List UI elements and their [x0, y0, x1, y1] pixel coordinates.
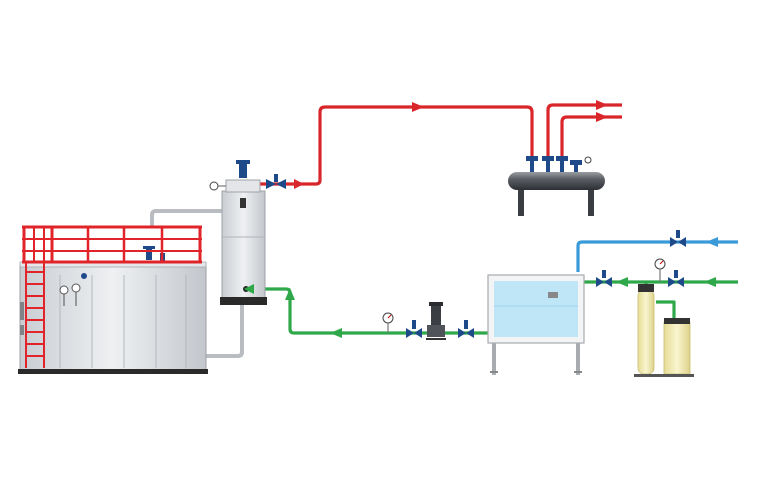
- separator-base: [220, 297, 267, 305]
- pressure-gauge-icon: [71, 283, 81, 293]
- separator-safety-valve: [236, 160, 250, 178]
- steam-separator-column: [209, 160, 286, 305]
- flow-arrow-icon: [330, 328, 342, 338]
- flow-arrow-icon: [596, 112, 608, 122]
- boiler-base: [18, 369, 208, 374]
- steam-branch-pipe-1: [546, 103, 622, 165]
- flow-arrow-icon: [706, 237, 718, 247]
- separator-steam-outlet-valve: [266, 174, 286, 189]
- pressure-gauge-icon: [209, 181, 219, 191]
- return-line-gauge: [382, 312, 394, 333]
- header-stand-right: [588, 190, 594, 216]
- gate-valve-icon: [556, 156, 568, 161]
- boiler-platform-railing: [22, 225, 202, 264]
- gate-valve-icon: [542, 156, 554, 161]
- gate-valve-icon: [570, 160, 582, 165]
- header-stand-left: [518, 190, 524, 216]
- boiler-pressure-gauges: [59, 273, 87, 306]
- flow-arrow-icon: [616, 277, 628, 287]
- pump-motor: [431, 305, 441, 325]
- flow-arrow-icon: [596, 100, 608, 110]
- tank-leg-right: [576, 343, 580, 375]
- tank-leg-left: [492, 343, 496, 375]
- boiler-water-connector: [206, 300, 244, 358]
- separator-nameplate: [240, 198, 246, 208]
- feed-line-valves: [596, 230, 686, 287]
- pressure-gauge-icon: [59, 285, 69, 295]
- gate-valve-icon: [668, 270, 684, 287]
- steam-flow-arrows: [294, 100, 608, 189]
- gate-valve-icon: [670, 230, 686, 247]
- feed-line-gauge: [654, 258, 666, 282]
- softener-link-pipe: [656, 300, 676, 318]
- gate-valve-icon: [458, 320, 474, 338]
- feed-water-pump: [426, 302, 446, 340]
- gate-valve-icon: [81, 273, 87, 279]
- cold-water-pipe: [576, 240, 738, 272]
- water-flow-arrows: [244, 277, 716, 338]
- header-drum: [508, 172, 605, 190]
- separator-top-flange: [225, 179, 261, 193]
- cold-water-flow-arrows: [706, 237, 718, 247]
- tank-water-level: [494, 281, 578, 337]
- softener-control-head: [638, 284, 654, 292]
- steam-pipe-network: [258, 103, 622, 186]
- flow-arrow-icon: [704, 277, 716, 287]
- boiler-steam-connector: [150, 209, 224, 228]
- gate-valve-icon: [146, 248, 152, 260]
- flow-arrow-icon: [285, 288, 295, 300]
- gate-valve-icon: [596, 270, 612, 287]
- header-outlet-valves: [526, 156, 582, 172]
- soft-water-tank: [487, 274, 585, 375]
- pressure-gauge-icon: [584, 156, 592, 164]
- steam-distribution-header: [508, 156, 605, 216]
- tank-float-valve: [548, 292, 558, 298]
- flow-arrow-icon: [294, 179, 304, 189]
- gate-valve-icon: [239, 164, 247, 178]
- flow-arrow-icon: [412, 102, 424, 112]
- return-water-pipe: [246, 287, 494, 335]
- softener-base: [634, 374, 694, 377]
- cold-water-pipe-network: [576, 240, 738, 272]
- brine-tank: [663, 321, 691, 375]
- brine-tank-lid: [664, 318, 690, 324]
- boiler-access-ladder: [25, 262, 45, 368]
- water-softener: [634, 284, 694, 377]
- gate-valve-icon: [266, 179, 276, 189]
- boiler-body: [19, 264, 207, 372]
- gate-valve-icon: [526, 156, 538, 161]
- resin-tank: [637, 289, 655, 375]
- gate-valve-icon: [406, 320, 422, 338]
- steam-boiler: [18, 225, 208, 374]
- return-line-valves: [406, 320, 474, 338]
- gray-connector-pipes: [150, 209, 244, 358]
- flow-arrow-icon: [244, 284, 254, 294]
- steam-main-pipe: [258, 105, 534, 186]
- boiler-side-handles: [20, 302, 24, 335]
- steam-branch-pipe-2: [560, 115, 622, 165]
- separator-body: [221, 190, 266, 300]
- circulation-pump-icon: [427, 325, 445, 337]
